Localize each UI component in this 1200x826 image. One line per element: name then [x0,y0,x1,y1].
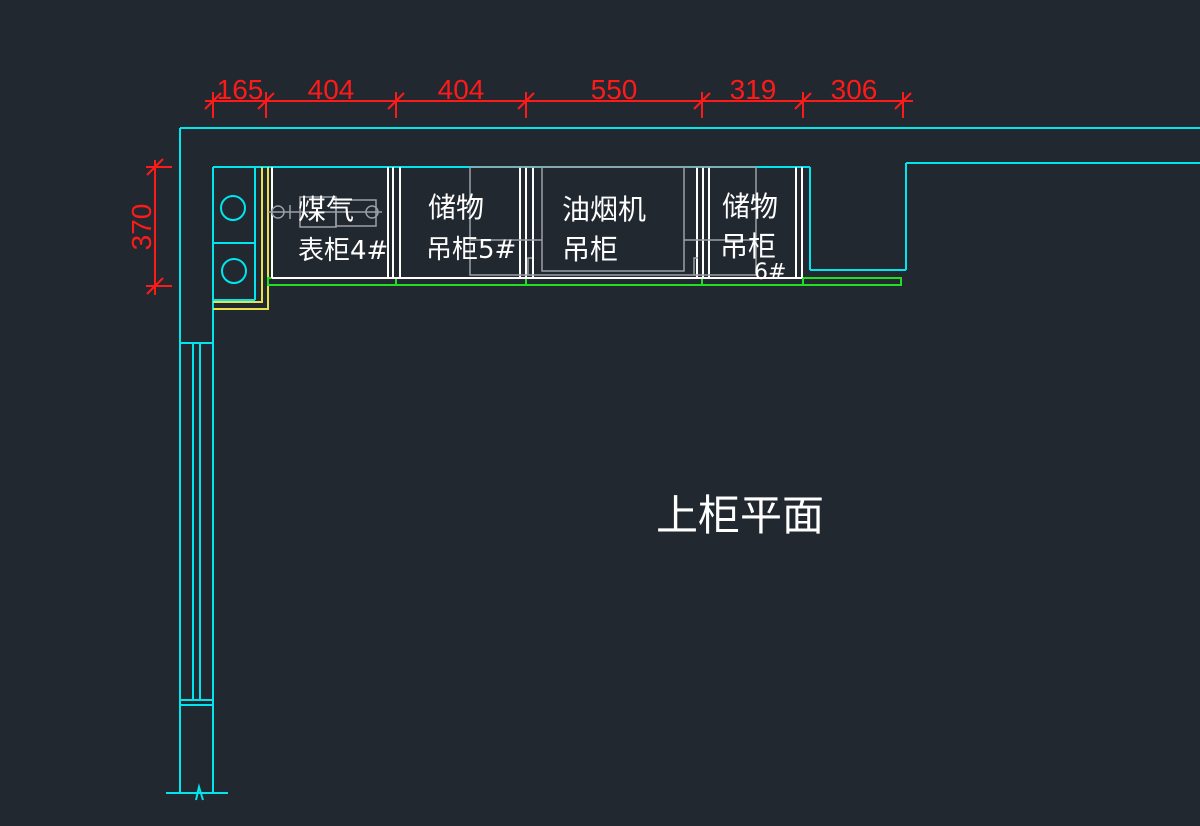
outlets [220,195,247,284]
dim-label-6: 306 [831,74,878,105]
cabinet-5-label-line2: 吊柜5# [426,235,516,265]
counter-edge [267,277,902,286]
cabinet-4-label-line1: 煤气 [298,193,354,226]
cabinet-outlines [271,167,803,279]
vertical-dimension-label: 370 [126,204,157,251]
cabinet-6-number: 6# [754,260,786,285]
walls [166,127,1200,801]
dim-label-2: 404 [308,74,355,105]
range-hood-label-line2: 吊柜 [562,233,618,266]
outlet-circle-icon [220,195,246,221]
cabinet-labels: 煤气 表柜4# 储物 吊柜5# 油烟机 吊柜 储物 吊柜 6# [298,190,786,285]
range-hood-label-line1: 油烟机 [562,193,646,226]
cabinet-inner-details [469,166,757,276]
gas-meter-icon [268,196,382,228]
cabinet-6-label-line2: 吊柜 [720,230,776,263]
dim-label-5: 319 [730,74,777,105]
outlet-circle-icon [221,258,247,284]
gas-pipe [213,167,269,310]
drawing-title: 上柜平面 [656,491,824,540]
cabinet-5-label-line1: 储物 [428,191,484,224]
dim-label-3: 404 [438,74,485,105]
dim-label-1: 165 [217,74,264,105]
dim-label-4: 550 [591,74,638,105]
cabinet-6-label-line1: 储物 [722,190,778,223]
dimension-lines [146,92,913,295]
horizontal-dimension-labels: 165 404 404 550 319 306 [217,74,878,105]
cabinet-4-label-line2: 表柜4# [298,236,388,266]
